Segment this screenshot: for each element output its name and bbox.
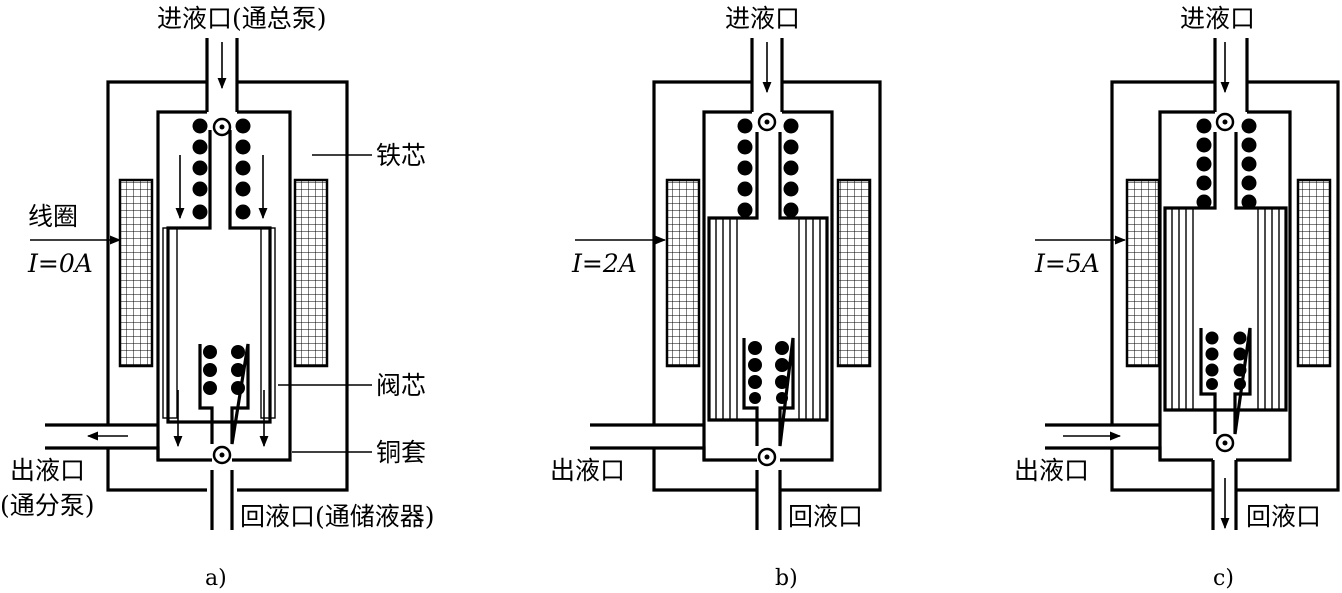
- panel-a-sleeve-left: [162, 227, 178, 419]
- panel-a-coil-right: [293, 178, 329, 368]
- panel-b-caption: b): [775, 566, 798, 591]
- panel-a-outlet-label: 出液口: [10, 456, 85, 485]
- panel-b-flow-arrows: [575, 42, 772, 245]
- panel-b-housing: [652, 80, 882, 492]
- panel-b-upper-chamber: [702, 110, 834, 462]
- panel-b-spring-upper-left: [737, 118, 753, 218]
- panel-a-sleeve-label: 铜套: [376, 438, 426, 467]
- panel-b-coil-right: [836, 178, 872, 368]
- panel-b-valve-core: [742, 337, 795, 447]
- panel-c-flow-arrows: [1035, 42, 1230, 530]
- panel-a-flow-arrows: [30, 42, 269, 448]
- panel-a-return-pipe: [210, 470, 234, 530]
- panel-b-sleeve: [715, 218, 821, 420]
- panel-b-outlet-pipe: [590, 423, 706, 460]
- panel-a-valve-core-label: 阀芯: [376, 371, 426, 400]
- panel-a-caption: a): [205, 566, 227, 591]
- panel-b-inlet-pipe: [750, 38, 784, 112]
- panel-a-spring-upper-left: [192, 118, 208, 220]
- panel-c: 进液口 I=5A 出液口 回液口 c): [1014, 4, 1340, 591]
- panel-c-outlet-label: 出液口: [1014, 456, 1089, 485]
- panel-a-inlet-label: 进液口(通总泵): [157, 4, 327, 33]
- panel-a-sleeve-right: [260, 227, 276, 419]
- panel-b-outlet-label: 出液口: [550, 456, 625, 485]
- panel-c-inlet-label: 进液口: [1180, 4, 1255, 33]
- panel-c-coil-left: [1125, 178, 1161, 368]
- panel-c-coil-right: [1296, 178, 1332, 368]
- panel-c-return-pipe: [1211, 460, 1238, 530]
- panel-a-housing: [106, 80, 349, 492]
- panel-b-return-pipe: [755, 470, 782, 530]
- panel-c-spring-lower: [1205, 331, 1247, 390]
- panel-a-plunger: [166, 130, 272, 424]
- panel-b-spring-lower: [748, 341, 789, 404]
- panel-a-spring-lower: [203, 345, 245, 395]
- panel-a-inlet-pipe: [205, 38, 239, 112]
- panel-b-current-label: I=2A: [571, 249, 637, 278]
- panel-c-outlet-pipe: [1045, 423, 1162, 460]
- panel-a-coil-left: [118, 178, 154, 368]
- panel-c-sleeve: [1171, 208, 1280, 410]
- panel-b-return-label: 回液口: [788, 502, 863, 531]
- panel-c-current-label: I=5A: [1034, 249, 1100, 278]
- panel-a-outlet-pipe: [45, 423, 160, 460]
- panel-a-return-label: 回液口(通储液器): [240, 502, 435, 531]
- panel-a-core-label: 铁芯: [376, 141, 426, 170]
- panel-c-valve-core: [1199, 327, 1252, 435]
- panel-c-caption: c): [1213, 566, 1234, 591]
- panel-a: 进液口(通总泵) 铁芯 线圈 I=0A 阀芯 铜套 出液口 (通分泵) 回液口(…: [0, 4, 435, 591]
- panel-b-spring-upper-right: [783, 118, 799, 218]
- panel-c-plunger: [1163, 132, 1288, 412]
- panel-b-inlet-label: 进液口: [725, 4, 800, 33]
- panel-a-spring-upper-right: [235, 118, 251, 220]
- panel-c-spring-upper-left: [1196, 118, 1212, 210]
- panel-a-outlet-label-2: (通分泵): [0, 491, 95, 520]
- panel-b-coil-left: [665, 178, 701, 368]
- panel-c-housing: [1110, 80, 1340, 492]
- panel-a-upper-chamber: [156, 110, 292, 462]
- panel-a-valve-core: [198, 343, 250, 445]
- panel-b-plunger: [707, 132, 829, 422]
- panel-c-return-label: 回液口: [1246, 502, 1321, 531]
- panel-a-current-label: I=0A: [27, 249, 93, 278]
- panel-a-leader-lines: [278, 154, 372, 453]
- panel-c-spring-upper-right: [1241, 118, 1257, 210]
- panel-c-inlet-pipe: [1213, 38, 1249, 112]
- panel-a-coil-label: 线圈: [28, 202, 78, 231]
- panel-b: 进液口 I=2A 出液口 回液口 b): [550, 4, 882, 591]
